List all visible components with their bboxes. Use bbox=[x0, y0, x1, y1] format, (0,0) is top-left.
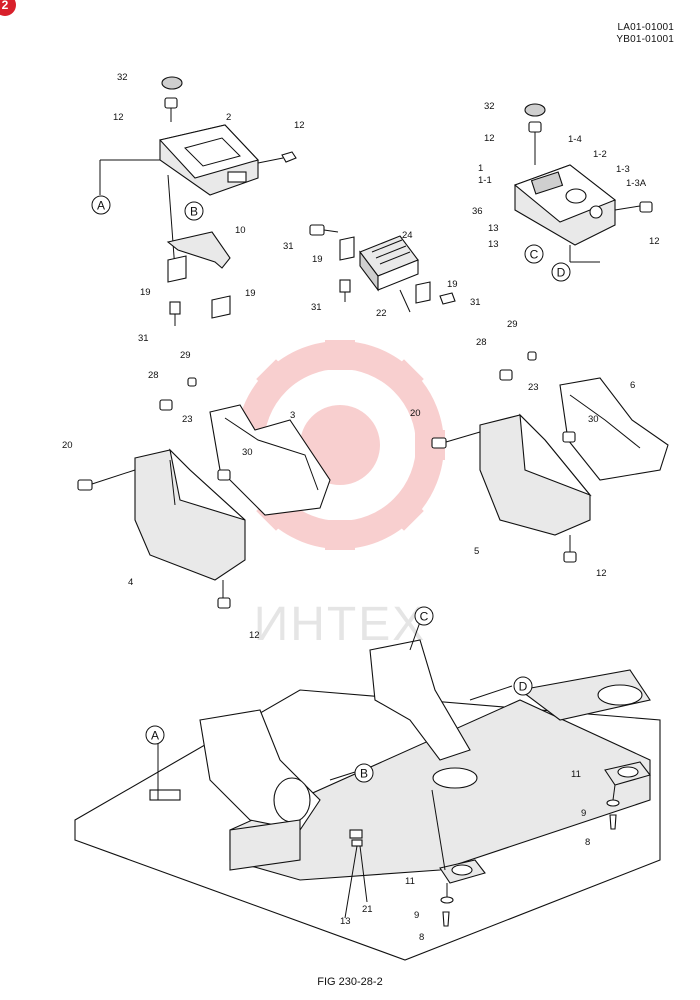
reference-circle bbox=[414, 606, 434, 626]
reference-circle bbox=[513, 676, 533, 696]
part-label: 12 bbox=[484, 133, 495, 144]
part-cover-5 bbox=[431, 351, 592, 563]
part-cover-4 bbox=[77, 377, 246, 609]
part-label: 1-4 bbox=[568, 134, 582, 145]
part-label: 8 bbox=[419, 932, 424, 943]
part-label: 1-3A bbox=[626, 178, 647, 189]
part-label: 1-1 bbox=[478, 175, 492, 186]
part-label: 31 bbox=[311, 302, 322, 313]
part-label: 9 bbox=[581, 808, 586, 819]
reference-marker-d: D bbox=[513, 676, 533, 696]
part-label: 28 bbox=[476, 337, 487, 348]
part-label: 29 bbox=[507, 319, 518, 330]
reference-letter: B bbox=[190, 205, 198, 219]
part-label: 30 bbox=[588, 414, 599, 425]
reference-circle bbox=[524, 244, 544, 264]
part-switch-24 bbox=[309, 224, 456, 313]
part-label: 1-2 bbox=[593, 149, 607, 160]
reference-marker-d: D bbox=[551, 262, 571, 282]
part-label: 9 bbox=[414, 910, 419, 921]
part-label: 28 bbox=[148, 370, 159, 381]
part-label: 23 bbox=[528, 382, 539, 393]
reference-letter: A bbox=[151, 729, 159, 743]
reference-circle bbox=[354, 763, 374, 783]
reference-marker-c: C bbox=[414, 606, 434, 626]
reference-marker-a: A bbox=[145, 725, 165, 745]
part-label: 20 bbox=[410, 408, 421, 419]
part-label: 24 bbox=[402, 230, 413, 241]
part-label: 31 bbox=[283, 241, 294, 252]
part-bracket-10 bbox=[166, 231, 231, 326]
part-label: 12 bbox=[249, 630, 260, 641]
part-cover-2 bbox=[99, 76, 297, 271]
part-label: 12 bbox=[294, 120, 305, 131]
part-label: 12 bbox=[649, 236, 660, 247]
part-label: 29 bbox=[180, 350, 191, 361]
reference-letter: C bbox=[530, 248, 539, 262]
leader-lines bbox=[157, 621, 513, 871]
header-code-2: YB01-01001 bbox=[616, 34, 674, 45]
part-label: 19 bbox=[312, 254, 323, 265]
part-label: 10 bbox=[235, 225, 246, 236]
part-label: 5 bbox=[474, 546, 479, 557]
part-label: 12 bbox=[596, 568, 607, 579]
part-label: 32 bbox=[484, 101, 495, 112]
part-label: 19 bbox=[140, 287, 151, 298]
part-label: 22 bbox=[376, 308, 387, 319]
reference-markers: A B C D C D A B bbox=[91, 195, 571, 783]
part-label: 13 bbox=[488, 223, 499, 234]
reference-circle bbox=[91, 195, 111, 215]
part-label: 6 bbox=[630, 380, 635, 391]
part-bolt-13-21 bbox=[344, 829, 368, 919]
reference-letter: B bbox=[360, 767, 368, 781]
reference-marker-c: C bbox=[524, 244, 544, 264]
reference-circle bbox=[184, 201, 204, 221]
header-code-1: LA01-01001 bbox=[617, 22, 674, 33]
reference-marker-b: B bbox=[184, 201, 204, 221]
part-label: 23 bbox=[182, 414, 193, 425]
part-label: 30 bbox=[242, 447, 253, 458]
part-label: 19 bbox=[245, 288, 256, 299]
part-panel-3 bbox=[209, 404, 331, 516]
part-label: 2 bbox=[226, 112, 231, 123]
part-label: 13 bbox=[340, 916, 351, 927]
part-label: 19 bbox=[447, 279, 458, 290]
part-label: 4 bbox=[128, 577, 133, 588]
part-label: 11 bbox=[571, 769, 581, 780]
reference-letter: D bbox=[519, 680, 528, 694]
part-mount-11-b bbox=[439, 859, 486, 927]
figure-caption: FIG 230-28-2 bbox=[317, 976, 383, 988]
part-label: 31 bbox=[138, 333, 149, 344]
part-label: 20 bbox=[62, 440, 73, 451]
part-label: 21 bbox=[362, 904, 373, 915]
part-panel-6 bbox=[559, 377, 669, 481]
part-control-box-1 bbox=[513, 103, 653, 263]
part-label: 1-3 bbox=[616, 164, 630, 175]
reference-circle bbox=[551, 262, 571, 282]
part-label: 11 bbox=[405, 876, 415, 887]
reference-marker-a: A bbox=[91, 195, 111, 215]
watermark-text: ИНТЕХ bbox=[254, 598, 427, 651]
reference-circle bbox=[145, 725, 165, 745]
page-badge: 2 bbox=[0, 0, 16, 16]
part-mount-11-a bbox=[604, 761, 651, 830]
part-label: 31 bbox=[470, 297, 481, 308]
part-label: 8 bbox=[585, 837, 590, 848]
part-label: 13 bbox=[488, 239, 499, 250]
part-frame-base bbox=[74, 639, 661, 961]
part-label: 36 bbox=[472, 206, 483, 217]
reference-letter: C bbox=[420, 610, 429, 624]
part-label: 32 bbox=[117, 72, 128, 83]
reference-marker-b: B bbox=[354, 763, 374, 783]
reference-letter: D bbox=[557, 266, 566, 280]
reference-letter: A bbox=[97, 199, 105, 213]
part-label: 12 bbox=[113, 112, 124, 123]
part-label: 3 bbox=[290, 410, 295, 421]
part-label: 1 bbox=[478, 163, 483, 174]
